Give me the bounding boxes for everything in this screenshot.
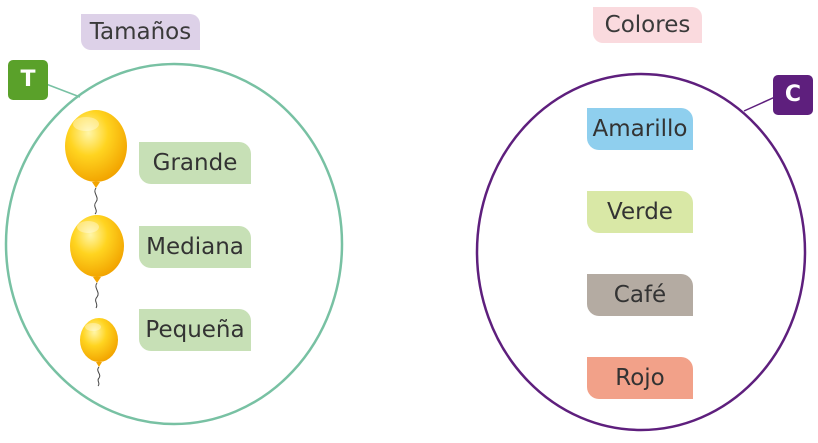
sizes-set-title: Tamaños xyxy=(81,14,200,50)
size-label-pequena: Pequeña xyxy=(139,309,251,351)
colors-set-circle xyxy=(475,72,807,432)
colors-set-badge: C xyxy=(773,75,813,115)
balloon-medium-icon xyxy=(70,215,124,309)
balloon-large-icon xyxy=(65,110,127,215)
color-label-amarillo: Amarillo xyxy=(587,108,693,150)
size-label-grande: Grande xyxy=(139,142,251,184)
colors-set-title: Colores xyxy=(593,7,702,43)
sizes-set-circle xyxy=(4,62,344,426)
color-label-rojo: Rojo xyxy=(587,357,693,399)
balloon-small-icon xyxy=(80,318,118,387)
colors-badge-connector xyxy=(743,96,776,112)
sizes-set-badge: T xyxy=(8,60,48,100)
color-label-verde: Verde xyxy=(587,191,693,233)
size-label-mediana: Mediana xyxy=(139,226,251,268)
color-label-cafe: Café xyxy=(587,274,693,316)
sizes-badge-connector xyxy=(45,83,81,98)
